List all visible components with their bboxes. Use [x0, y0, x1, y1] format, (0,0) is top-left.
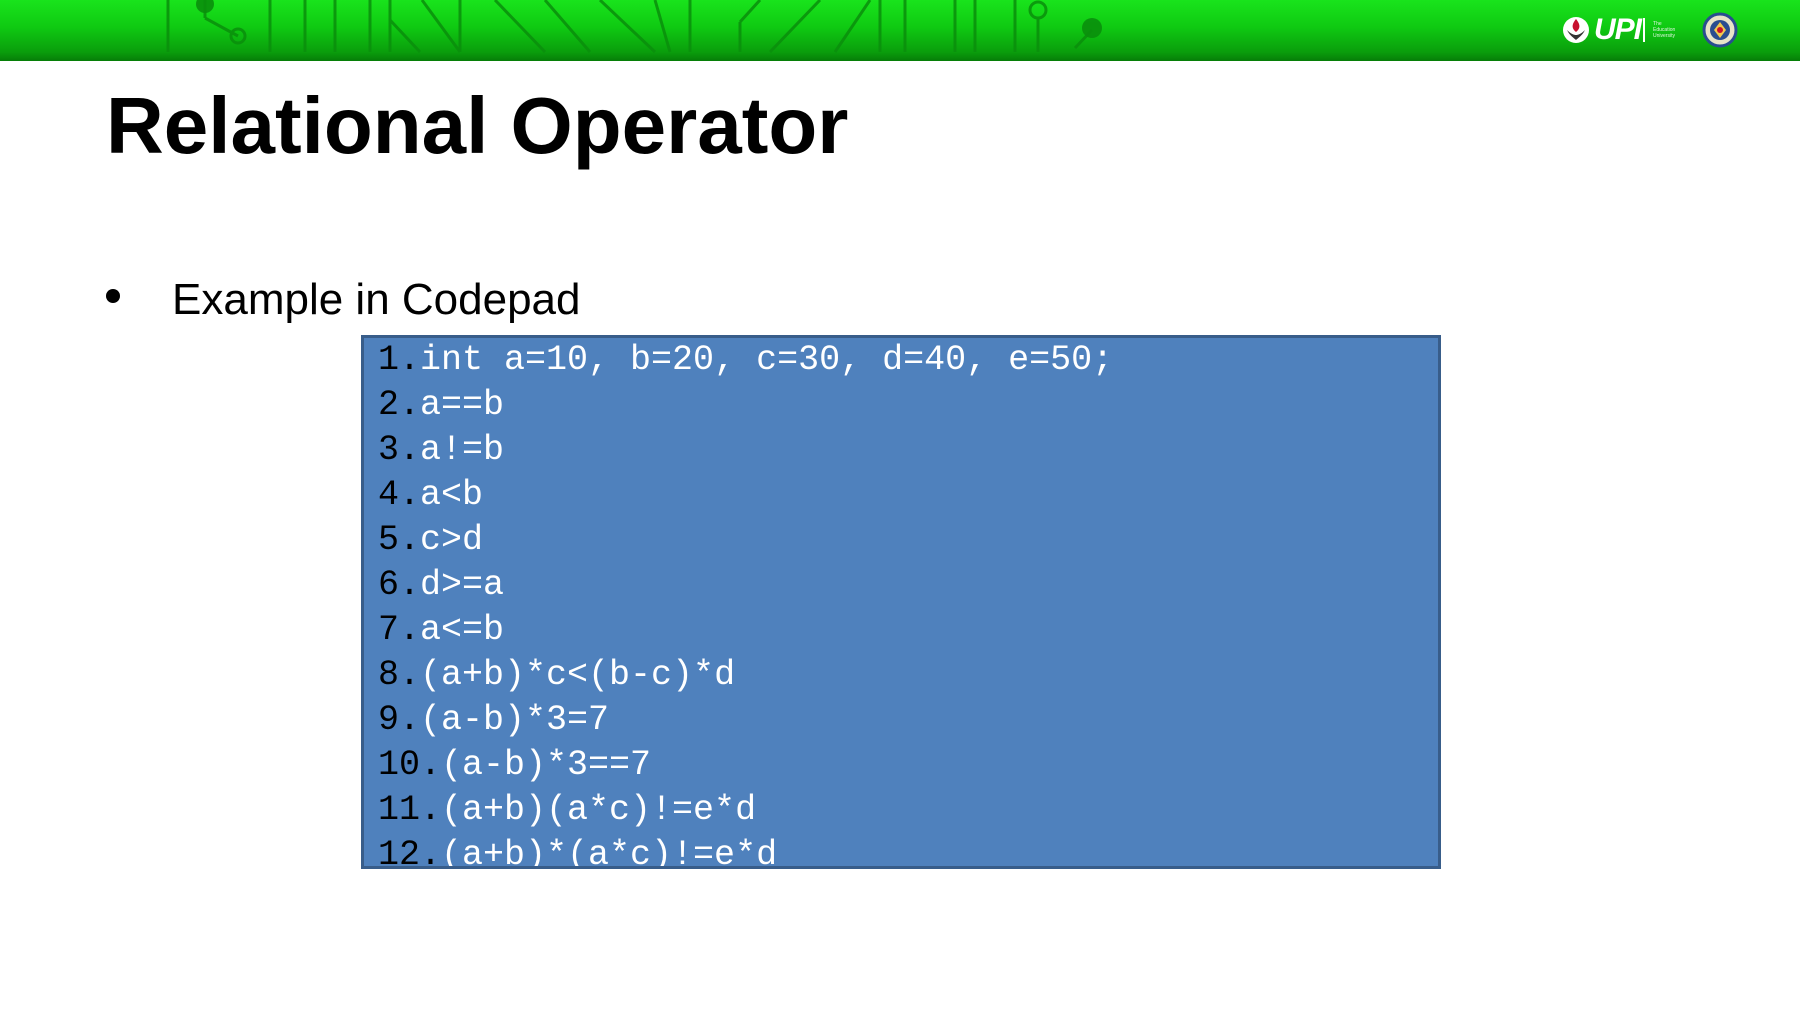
bullet-icon	[106, 289, 120, 303]
code-line-text: (a-b)*3=7	[420, 700, 610, 740]
code-line-text: (a+b)*c<(b-c)*d	[420, 655, 736, 695]
bullet-text: Example in Codepad	[172, 275, 581, 324]
code-example-box: 1.int a=10, b=20, c=30, d=40, e=50; 2.a=…	[361, 335, 1441, 869]
code-line: 11.(a+b)(a*c)!=e*d	[378, 788, 1438, 833]
code-line-number: 8.	[378, 655, 421, 695]
code-line-text: (a+b)*(a*c)!=e*d	[441, 835, 778, 869]
code-line-number: 11.	[378, 790, 442, 830]
code-line-text: a!=b	[420, 430, 505, 470]
code-line-text: int a=10, b=20, c=30, d=40, e=50;	[420, 340, 1114, 380]
code-line-text: a==b	[420, 385, 505, 425]
code-line-number: 9.	[378, 700, 421, 740]
code-line-number: 3.	[378, 430, 421, 470]
code-line: 4.a<b	[378, 473, 1438, 518]
circuit-pattern-icon	[166, 0, 1102, 54]
code-line-text: (a+b)(a*c)!=e*d	[441, 790, 757, 830]
code-line-number: 6.	[378, 565, 421, 605]
bullet-item: Example in Codepad	[106, 270, 580, 330]
code-line-number: 10.	[378, 745, 442, 785]
code-line: 7.a<=b	[378, 608, 1438, 653]
code-line: 12.(a+b)*(a*c)!=e*d	[378, 833, 1438, 869]
slide-title: Relational Operator	[106, 81, 849, 170]
tagline-line: University	[1653, 33, 1675, 39]
code-line-number: 2.	[378, 385, 421, 425]
code-line-text: (a-b)*3==7	[441, 745, 652, 785]
code-line: 2.a==b	[378, 383, 1438, 428]
code-line: 9.(a-b)*3=7	[378, 698, 1438, 743]
code-line: 3.a!=b	[378, 428, 1438, 473]
upi-logo-tagline: The Education University	[1653, 21, 1675, 39]
code-line-number: 1.	[378, 340, 421, 380]
upi-logo: UPI The Education University	[1562, 12, 1675, 48]
code-line-text: a<b	[420, 475, 484, 515]
header-banner: UPI The Education University	[0, 0, 1800, 61]
code-line-text: d>=a	[420, 565, 505, 605]
code-line-number: 12.	[378, 835, 442, 869]
code-line-text: a<=b	[420, 610, 505, 650]
tagline-line: The	[1653, 21, 1662, 27]
code-line: 1.int a=10, b=20, c=30, d=40, e=50;	[378, 338, 1438, 383]
tagline-line: Education	[1653, 27, 1676, 33]
code-line: 8.(a+b)*c<(b-c)*d	[378, 653, 1438, 698]
code-line-number: 5.	[378, 520, 421, 560]
code-line-text: c>d	[420, 520, 484, 560]
logo-divider	[1643, 18, 1646, 42]
code-line-number: 7.	[378, 610, 421, 650]
upi-logo-text: UPI	[1594, 13, 1642, 46]
code-line: 10.(a-b)*3==7	[378, 743, 1438, 788]
university-seal-icon	[1702, 12, 1738, 48]
code-line-number: 4.	[378, 475, 421, 515]
code-line: 5.c>d	[378, 518, 1438, 563]
upi-flame-logo-icon	[1563, 17, 1589, 43]
code-line: 6.d>=a	[378, 563, 1438, 608]
